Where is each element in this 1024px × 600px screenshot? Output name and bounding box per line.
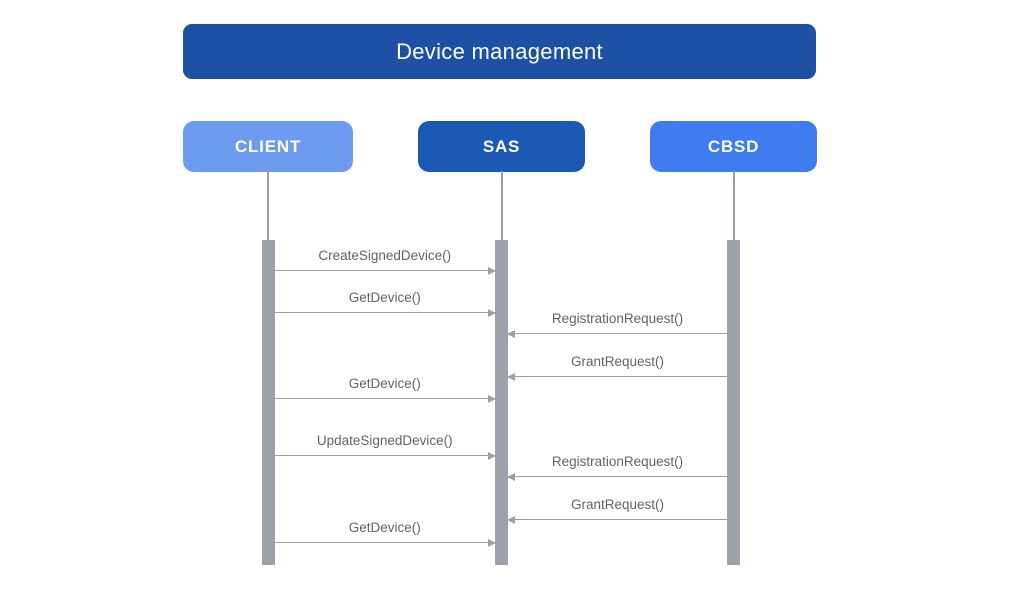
lifeline-client (267, 171, 269, 241)
arrowhead-icon (507, 472, 515, 481)
message-7: RegistrationRequest() (507, 449, 727, 481)
message-label: GetDevice() (348, 290, 421, 305)
message-line (508, 332, 727, 334)
activation-bar-client (261, 240, 275, 565)
message-line (274, 311, 495, 313)
message-3: RegistrationRequest() (507, 306, 727, 338)
message-line (274, 269, 495, 271)
message-5: GetDevice() (274, 371, 496, 403)
diagram-title: Device management (183, 24, 816, 79)
arrowhead-icon (488, 451, 496, 460)
message-6: UpdateSignedDevice() (274, 428, 496, 460)
actor-box-cbsd: CBSD (650, 121, 817, 172)
message-label: GetDevice() (348, 376, 421, 391)
message-2: GetDevice() (274, 285, 496, 317)
message-line (274, 541, 495, 543)
message-label: GetDevice() (348, 520, 421, 535)
lifeline-sas (500, 171, 503, 241)
message-line (274, 397, 495, 399)
message-9: GetDevice() (274, 515, 496, 547)
arrowhead-icon (507, 329, 515, 338)
arrowhead-icon (488, 266, 496, 275)
message-label: RegistrationRequest() (551, 311, 684, 326)
arrowhead-icon (507, 372, 515, 381)
message-1: CreateSignedDevice() (274, 243, 496, 275)
actor-box-sas: SAS (418, 121, 585, 172)
arrowhead-icon (488, 538, 496, 547)
message-label: GrantRequest() (570, 354, 665, 369)
message-label: RegistrationRequest() (551, 454, 684, 469)
message-line (274, 454, 495, 456)
actor-label: CBSD (707, 136, 760, 156)
message-4: GrantRequest() (507, 349, 727, 381)
message-label: CreateSignedDevice() (318, 248, 452, 263)
activation-bar-cbsd (727, 240, 740, 565)
arrowhead-icon (488, 308, 496, 317)
actor-label: SAS (482, 136, 521, 156)
message-label: UpdateSignedDevice() (316, 433, 453, 448)
activation-bar-sas (495, 240, 508, 565)
message-8: GrantRequest() (507, 492, 727, 524)
arrowhead-icon (507, 515, 515, 524)
message-label: GrantRequest() (570, 497, 665, 512)
lifeline-cbsd (732, 171, 735, 241)
arrowhead-icon (488, 394, 496, 403)
actor-box-client: CLIENT (183, 121, 353, 172)
message-line (508, 518, 727, 520)
actor-label: CLIENT (234, 136, 302, 156)
message-line (508, 475, 727, 477)
message-line (508, 375, 727, 377)
